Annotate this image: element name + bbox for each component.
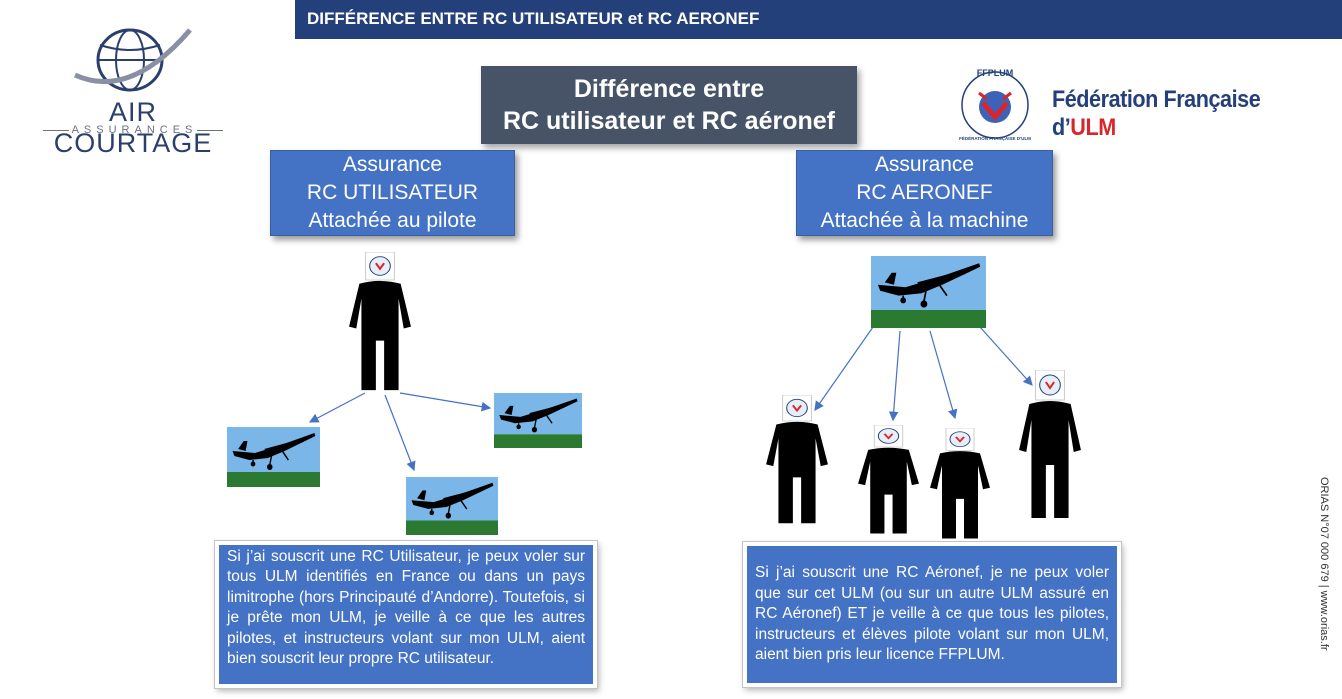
ffplum-badge-text: FFPLUM — [977, 68, 1014, 78]
person-icon — [764, 395, 830, 525]
heading-left-line3: Attachée au pilote — [308, 209, 477, 232]
ulm-plane — [227, 427, 320, 487]
person-icon — [928, 428, 992, 540]
heading-left-line2: RC UTILISATEUR — [306, 181, 479, 204]
ffplum-badge-icon: FFPLUM FÉDÉRATION FRANÇAISE D'ULM — [959, 68, 1031, 141]
plane-icon — [494, 393, 582, 448]
header-bar: DIFFÉRENCE ENTRE RC UTILISATEUR et RC AE… — [295, 0, 1342, 39]
orias-text: ORIAS N°07 000 679 | www.orias.fr — [1318, 477, 1330, 651]
pilot-figure — [1017, 370, 1083, 520]
main-title-line2: RC utilisateur et RC aéronef — [502, 107, 835, 135]
pilot-figure — [347, 252, 413, 392]
plane-icon — [227, 427, 320, 487]
plane-icon — [406, 477, 498, 535]
ulm-plane-main — [871, 256, 986, 328]
logo-subtitle: ASSURANCES — [30, 124, 236, 136]
heading-right-line1: Assurance — [874, 153, 975, 176]
person-icon — [1017, 370, 1083, 520]
description-rc-utilisateur: Si j’ai souscrit une RC Utilisateur, je … — [214, 540, 598, 689]
heading-rc-aeronef: Assurance RC AERONEF Attachée à la machi… — [796, 150, 1053, 236]
main-title-line1: Différence entre — [573, 75, 765, 103]
person-icon — [347, 252, 413, 392]
main-title: Différence entre RC utilisateur et RC aé… — [481, 66, 857, 144]
heading-right-line3: Attachée à la machine — [820, 209, 1029, 232]
ffplum-ring-text: FÉDÉRATION FRANÇAISE D'ULM — [959, 134, 1031, 141]
ulm-plane — [406, 477, 498, 535]
orias-footer: ORIAS N°07 000 679 | www.orias.fr — [1318, 477, 1336, 687]
pilot-figure — [928, 428, 992, 540]
ulm-plane — [494, 393, 582, 448]
heading-rc-utilisateur: Assurance RC UTILISATEUR Attachée au pil… — [270, 150, 515, 236]
plane-icon — [871, 256, 986, 328]
pilot-figure — [856, 425, 921, 535]
header-title: DIFFÉRENCE ENTRE RC UTILISATEUR et RC AE… — [307, 9, 760, 28]
heading-left-line1: Assurance — [342, 153, 443, 176]
description-rc-aeronef: Si j’ai souscrit une RC Aéronef, je ne p… — [742, 541, 1122, 688]
pilot-figure — [764, 395, 830, 525]
heading-right-line2: RC AERONEF — [856, 181, 993, 204]
federation-name: Fédération Française d’ULM — [1052, 86, 1261, 141]
description-left-text: Si j’ai souscrit une RC Utilisateur, je … — [227, 548, 585, 668]
logo-name: AIR COURTAGE — [53, 97, 213, 158]
globe-swoosh-icon — [73, 28, 192, 92]
description-right-text: Si j’ai souscrit une RC Aéronef, je ne p… — [755, 564, 1109, 664]
person-icon — [856, 425, 921, 535]
